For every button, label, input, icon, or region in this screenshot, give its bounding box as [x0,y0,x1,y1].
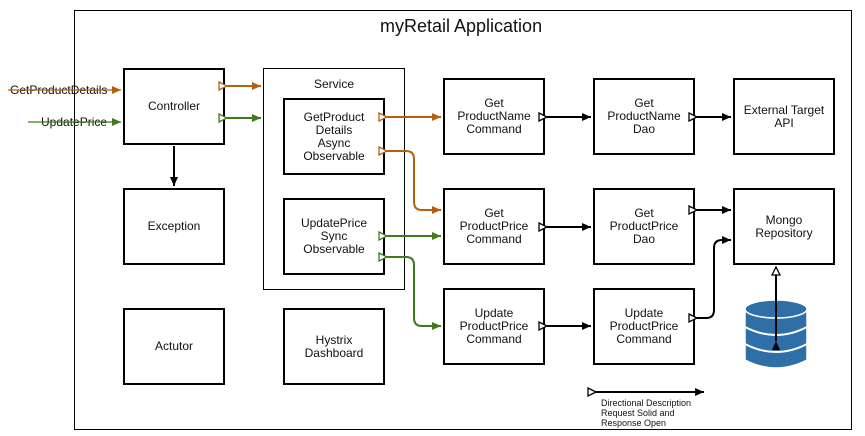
get-productprice-dao-box: Get ProductPrice Dao [593,188,695,265]
diagram-title: myRetail Application [380,16,543,36]
legend-note: Directional Description Request Solid an… [601,398,692,428]
mongo-repository-box: Mongo Repository [733,188,835,265]
exception-box: Exception [123,188,225,265]
sync-update-command-arrow [387,257,441,326]
get-productname-dao-box: Get ProductName Dao [593,78,695,155]
get-productprice-command-box: Get ProductPrice Command [443,188,545,265]
update-productprice-command-2-box: Update ProductPrice Command [593,288,695,365]
controller-box: Controller [123,68,225,145]
actutor-box: Actutor [123,308,225,385]
external-target-api-box: External Target API [733,78,835,155]
service-label: Service [314,77,355,91]
update-productprice-command-box: Update ProductPrice Command [443,288,545,365]
async-productprice-arrow [387,151,441,210]
hystrix-dashboard-box: Hystrix Dashboard [283,308,385,385]
get-productname-command-box: Get ProductName Command [443,78,545,155]
get-product-details-async-observable-box: GetProduct Details Async Observable [283,98,385,175]
application-frame [74,10,852,430]
update-command-mongo-arrow [697,240,731,318]
